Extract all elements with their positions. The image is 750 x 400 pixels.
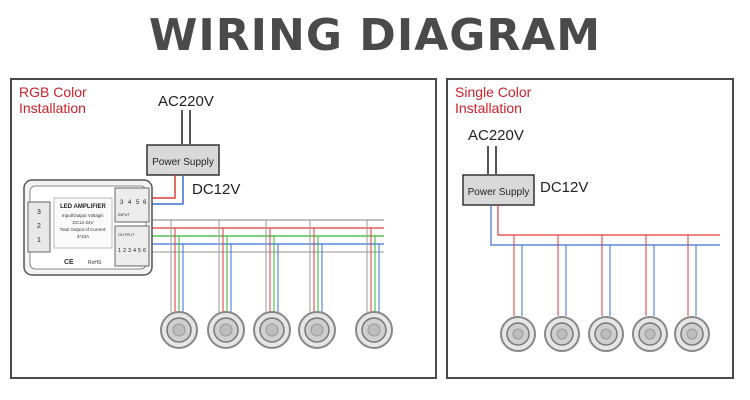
single-wiring-schematic: AC220V Power Supply DC12V (462, 127, 720, 352)
single-power-supply: Power Supply (462, 174, 535, 206)
single-light-group-4 (632, 235, 668, 352)
rgb-panel-title-line1: RGB Color (19, 84, 87, 100)
bottom-terminal-6: 6 (143, 248, 146, 254)
rgb-led-light-5 (355, 311, 393, 349)
amplifier-spec-4: 3*10A (77, 234, 89, 239)
single-led-light-2 (544, 316, 580, 352)
rgb-panel-title-line2: Installation (19, 100, 86, 116)
rohs-mark: RoHS (88, 260, 102, 266)
rgb-led-light-2 (207, 311, 245, 349)
single-led-light-3 (588, 316, 624, 352)
dc-wire-blue (152, 175, 184, 205)
amplifier-spec-2: DC12-24V (72, 220, 93, 225)
amplifier-spec-3: Total Output of Current: (60, 227, 107, 232)
rgb-wiring-schematic: AC220V Power Supply DC12V (23, 93, 393, 349)
bottom-terminal-4: 4 (133, 248, 136, 254)
rgb-installation-panel: RGB Color Installation AC220V Power Supp… (10, 78, 437, 379)
rgb-dc-label: DC12V (192, 181, 240, 198)
left-terminal-1: 1 (37, 237, 41, 244)
rgb-light-group-5 (355, 220, 393, 349)
top-terminal-5: 5 (136, 200, 140, 206)
bottom-terminal-2: 2 (123, 248, 126, 254)
input-label: INPUT (118, 212, 131, 217)
bottom-terminal-5: 5 (138, 248, 141, 254)
single-bus-blue (490, 205, 720, 246)
bottom-terminal-3: 3 (128, 248, 131, 254)
single-light-group-1 (500, 235, 536, 352)
single-light-group-3 (588, 235, 624, 352)
rgb-power-supply: Power Supply (146, 144, 220, 176)
rgb-led-light-4 (298, 311, 336, 349)
rgb-light-group-1 (160, 220, 198, 349)
dc-wire-red (152, 175, 176, 199)
diagram-title: WIRING DIAGRAM (148, 10, 602, 61)
single-power-supply-label: Power Supply (468, 187, 530, 198)
rgb-power-supply-label: Power Supply (152, 157, 214, 168)
top-terminal-6: 6 (143, 200, 147, 206)
top-terminal-3: 3 (120, 200, 124, 206)
single-ac-label: AC220V (468, 127, 524, 144)
rgb-light-group-4 (298, 220, 336, 349)
ce-mark: CE (64, 259, 74, 266)
rgb-led-light-1 (160, 311, 198, 349)
single-color-installation-panel: Single Color Installation AC220V Power S… (446, 78, 734, 379)
single-panel-title: Single Color Installation (455, 84, 531, 116)
single-led-light-5 (674, 316, 710, 352)
amplifier-spec-1: Input/Output Voltage: (62, 213, 104, 218)
single-led-light-4 (632, 316, 668, 352)
output-label: OUTPUT (118, 232, 135, 237)
single-dc-label: DC12V (540, 179, 588, 196)
amplifier-title: LED AMPLIFIER (60, 204, 106, 210)
single-bus-red (497, 205, 720, 236)
single-led-light-1 (500, 316, 536, 352)
rgb-light-group-3 (253, 220, 291, 349)
bottom-terminal-1: 1 (118, 248, 121, 254)
left-terminal-2: 2 (37, 223, 41, 230)
top-terminal-4: 4 (128, 200, 132, 206)
led-amplifier: 3 2 1 LED AMPLIFIER Input/Output Voltage… (23, 179, 153, 276)
single-panel-title-line1: Single Color (455, 84, 532, 100)
single-panel-title-line2: Installation (455, 100, 522, 116)
left-terminal-3: 3 (37, 209, 41, 216)
rgb-light-group-2 (207, 220, 245, 349)
rgb-panel-title: RGB Color Installation (19, 84, 87, 116)
single-light-group-5 (674, 235, 710, 352)
rgb-ac-label: AC220V (158, 93, 214, 110)
rgb-led-light-3 (253, 311, 291, 349)
single-light-group-2 (544, 235, 580, 352)
